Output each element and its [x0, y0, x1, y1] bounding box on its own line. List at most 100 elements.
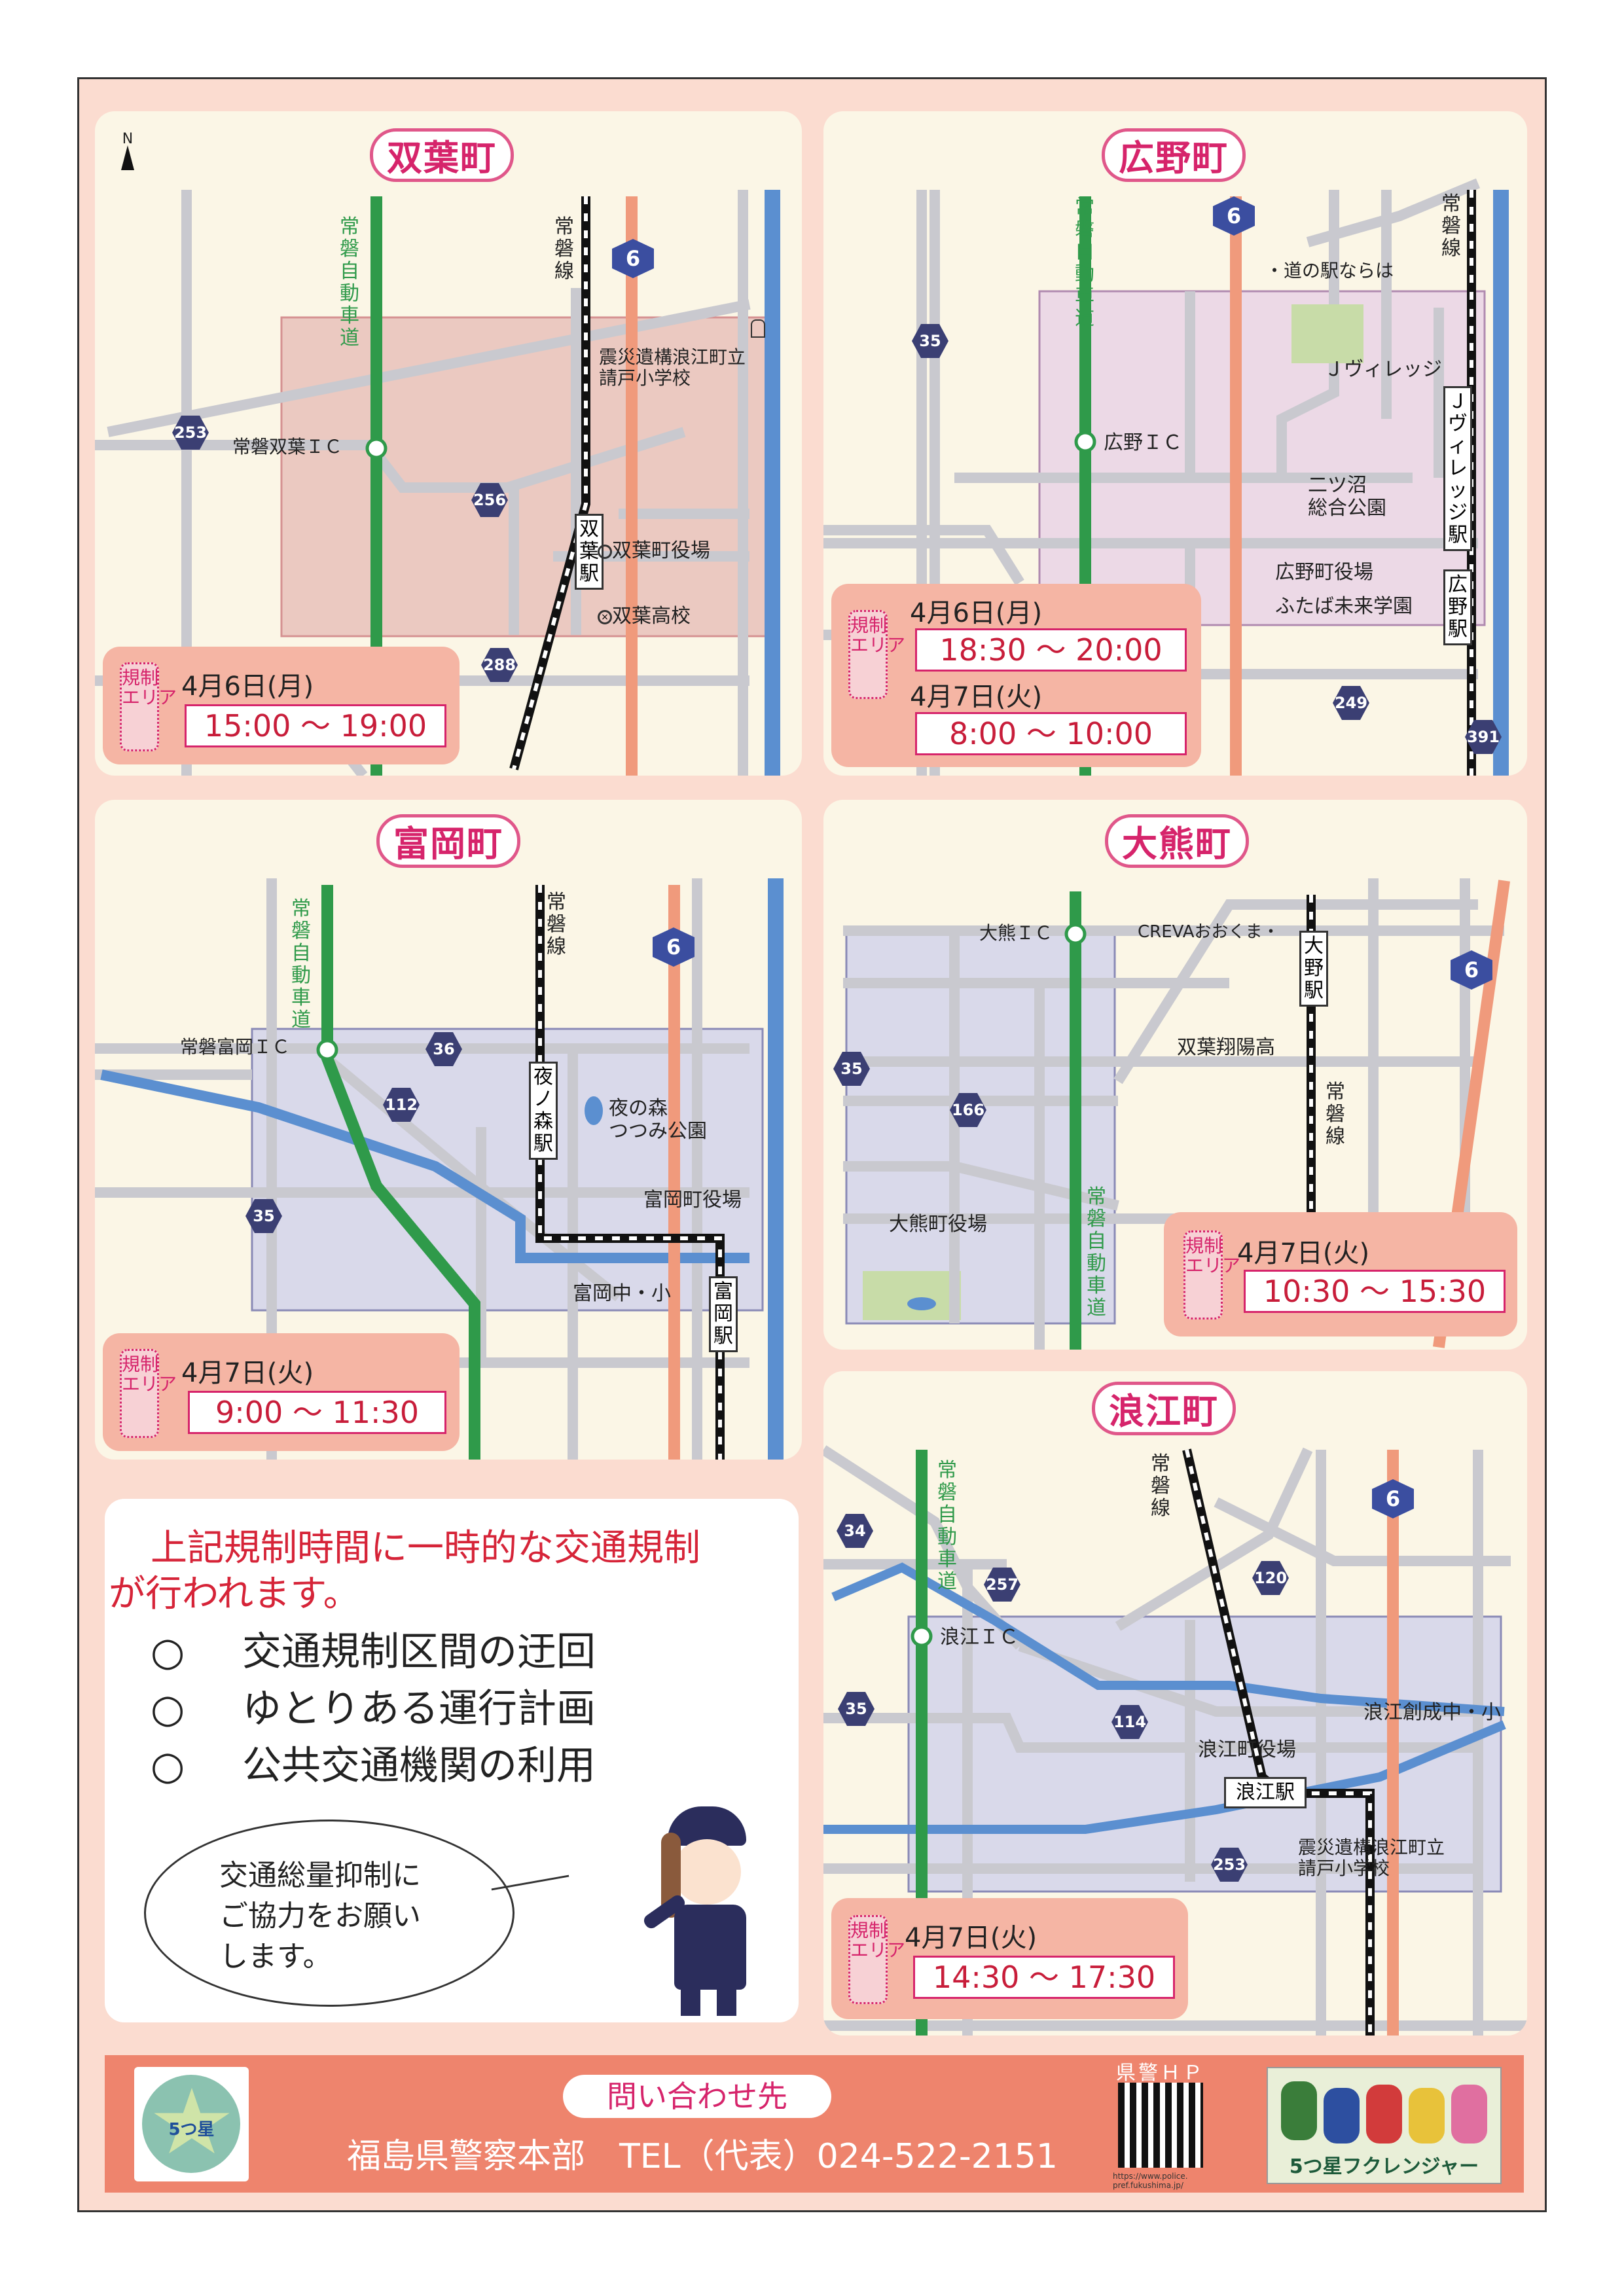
futaba-route253-icon: 253	[172, 416, 209, 450]
namie-route34-icon: 34	[837, 1514, 873, 1548]
mascot-banner-text: 5つ星フクレンジャー	[1289, 2155, 1479, 2178]
panel-tomioka: 富岡町 常磐自動車道 常磐線 6 36 112 35 常磐富岡ＩＣ 夜ノ森駅 夜…	[95, 800, 802, 1460]
okuma-office-label: 大熊町役場	[889, 1213, 987, 1236]
notice-headline-1: 上記規制時間に一時的な交通規制	[151, 1527, 700, 1570]
tomioka-school-label: 富岡中・小	[573, 1282, 671, 1305]
namie-school-ruins-label: 震災遺構浪江町立 請戸小学校	[1298, 1837, 1445, 1880]
hirono-date2: 4月7日(火)	[910, 682, 1043, 712]
hp-url: https://www.police. pref.fukushima.jp/	[1113, 2172, 1188, 2190]
futaba-time1: 15:00 ～ 19:00	[185, 704, 446, 747]
futaba-route6-icon: 6	[612, 239, 654, 278]
mascot-banner-icon: 5つ星フクレンジャー	[1267, 2067, 1502, 2184]
namie-map	[823, 1445, 1527, 2036]
tomioka-station1-label: 夜ノ森駅	[529, 1062, 558, 1160]
north-icon	[121, 145, 134, 170]
tomioka-title: 富岡町	[376, 814, 520, 868]
hirono-time2: 8:00 ～ 10:00	[915, 712, 1187, 755]
namie-route114-icon: 114	[1111, 1705, 1148, 1739]
okuma-time1: 10:30 ～ 15:30	[1244, 1270, 1506, 1313]
hirono-park-label: 二ツ沼 総合公園	[1308, 474, 1386, 520]
logo-text: 5つ星	[168, 2120, 215, 2140]
okuma-schedule-box: 規制 エリア 4月7日(火) 10:30 ～ 15:30	[1164, 1212, 1517, 1336]
okuma-line-label: 常磐線	[1326, 1081, 1345, 1148]
tomioka-ic-label: 常磐富岡ＩＣ	[180, 1036, 291, 1058]
hirono-date1: 4月6日(月)	[910, 598, 1043, 628]
okuma-expressway-label: 常磐自動車道	[1087, 1185, 1106, 1319]
namie-station-label: 浪江駅	[1224, 1777, 1307, 1808]
panel-hirono: 広野町 常磐自動車道 常磐線 6 35 249 391 ・道の駅ならは Ｊヴィレ…	[823, 111, 1527, 776]
hirono-school-label: ふたば未来学園	[1275, 595, 1413, 618]
bullet-icon: ○	[151, 1629, 185, 1675]
futaba-schedule-box: 規制 エリア 4月6日(月) 15:00 ～ 19:00	[103, 647, 460, 764]
hirono-route35-icon: 35	[912, 324, 948, 358]
futaba-expressway-label: 常磐自動車道	[340, 215, 359, 350]
okuma-route35-icon: 35	[833, 1052, 870, 1086]
futaba-ic-label: 常磐双葉ＩＣ	[232, 436, 343, 457]
tomioka-line-label: 常磐線	[547, 891, 566, 958]
futaba-school-marker-icon: ×	[598, 610, 612, 624]
tomioka-expressway-label: 常磐自動車道	[291, 897, 311, 1031]
futaba-monument-icon	[751, 319, 765, 338]
namie-route120-icon: 120	[1252, 1561, 1289, 1595]
namie-schedule-box: 規制 エリア 4月7日(火) 14:30 ～ 17:30	[831, 1898, 1188, 2019]
hirono-area-badge: 規制 エリア	[848, 610, 905, 699]
panel-okuma: 大熊町 常磐自動車道 常磐線 6 35 166 大熊ＩＣ CREVAおおくま・ …	[823, 800, 1527, 1350]
bullet-icon: ○	[151, 1686, 185, 1732]
tomioka-station2-label: 富岡駅	[709, 1276, 738, 1352]
speech-bubble-text: 交通総量抑制に ご協力をお願い します。	[219, 1859, 421, 1973]
notice-item-1: ○ 交通規制区間の迂回	[151, 1620, 596, 1677]
namie-route257-icon: 257	[984, 1568, 1020, 1602]
okuma-route166-icon: 166	[950, 1093, 986, 1127]
notice-item-3: ○公共交通機関の利用	[151, 1734, 596, 1791]
tomioka-date1: 4月7日(火)	[181, 1358, 314, 1388]
hirono-schedule-box: 規制 エリア 4月6日(月) 18:30 ～ 20:00 4月7日(火) 8:0…	[831, 584, 1201, 767]
hirono-jvillage-station-label: Ｊヴィレッジ駅	[1443, 386, 1472, 551]
namie-time1: 14:30 ～ 17:30	[913, 1956, 1175, 1999]
notice-headline-2: が行われます。	[109, 1573, 360, 1615]
bullet-icon: ○	[151, 1743, 185, 1789]
namie-route6-icon: 6	[1372, 1479, 1414, 1518]
namie-area-badge: 規制 エリア	[848, 1915, 905, 2004]
hirono-michinoeki-label: ・道の駅ならは	[1265, 260, 1394, 281]
tomioka-park-label: 夜の森 つつみ公園	[609, 1097, 707, 1143]
namie-line-label: 常磐線	[1151, 1452, 1170, 1520]
okuma-route6-icon: 6	[1451, 950, 1492, 990]
hirono-line-label: 常磐線	[1441, 192, 1461, 260]
hirono-ic-label: 広野ＩＣ	[1104, 431, 1182, 454]
notice-item-text: ゆとりある運行計画	[242, 1686, 596, 1732]
hirono-office-label: 広野町役場	[1275, 561, 1373, 584]
police-mascot-icon	[641, 1806, 772, 2016]
contact-label: 問い合わせ先	[563, 2075, 831, 2118]
tomioka-office-label: 富岡町役場	[643, 1189, 742, 1211]
notice-item-text: 交通規制区間の迂回	[242, 1629, 596, 1675]
notice-item-2: ○ ゆとりある運行計画	[151, 1677, 596, 1734]
contact-org: 福島県警察本部 TEL（代表）024-522-2151	[347, 2137, 1058, 2176]
hirono-time1: 18:30 ～ 20:00	[915, 628, 1187, 672]
qr-code-icon[interactable]	[1118, 2083, 1203, 2168]
notice-panel: 上記規制時間に一時的な交通規制 が行われます。 ○ 交通規制区間の迂回 ○ ゆとりあ…	[105, 1499, 799, 2022]
okuma-school-label: 双葉翔陽高	[1177, 1036, 1275, 1059]
tomioka-time1: 9:00 ～ 11:30	[188, 1391, 446, 1434]
north-arrow: N	[122, 131, 134, 147]
five-star-logo-icon: 5つ星	[134, 2067, 249, 2181]
okuma-area-badge: 規制 エリア	[1183, 1230, 1240, 1319]
speech-bubble	[144, 1820, 514, 2007]
panel-namie: 浪江町 常磐自動車道 常磐線 6 34 257 120 35 114 253 浪…	[823, 1371, 1527, 2036]
namie-ic-label: 浪江ＩＣ	[940, 1626, 1019, 1649]
tomioka-area-badge: 規制 エリア	[120, 1349, 177, 1438]
okuma-station-label: 大野駅	[1299, 931, 1328, 1007]
okuma-ic-label: 大熊ＩＣ	[979, 922, 1053, 944]
namie-expressway-label: 常磐自動車道	[937, 1459, 957, 1593]
namie-title: 浪江町	[1092, 1382, 1236, 1435]
futaba-school-ruins-label: 震災遺構浪江町立 請戸小学校	[599, 346, 746, 389]
futaba-line-label: 常磐線	[554, 215, 574, 283]
hirono-station-label: 広野駅	[1443, 569, 1472, 645]
futaba-area-badge: 規制 エリア	[120, 662, 177, 751]
futaba-office-marker-icon	[598, 545, 612, 559]
okuma-creva-label: CREVAおおくま・	[1138, 922, 1280, 942]
hirono-title: 広野町	[1102, 128, 1246, 182]
hirono-expressway-label: 常磐自動車道	[1075, 196, 1094, 330]
hirono-jvillage-label: Ｊヴィレッジ	[1324, 358, 1442, 381]
namie-office-label: 浪江町役場	[1198, 1738, 1296, 1761]
namie-school-label: 浪江創成中・小	[1363, 1701, 1501, 1724]
